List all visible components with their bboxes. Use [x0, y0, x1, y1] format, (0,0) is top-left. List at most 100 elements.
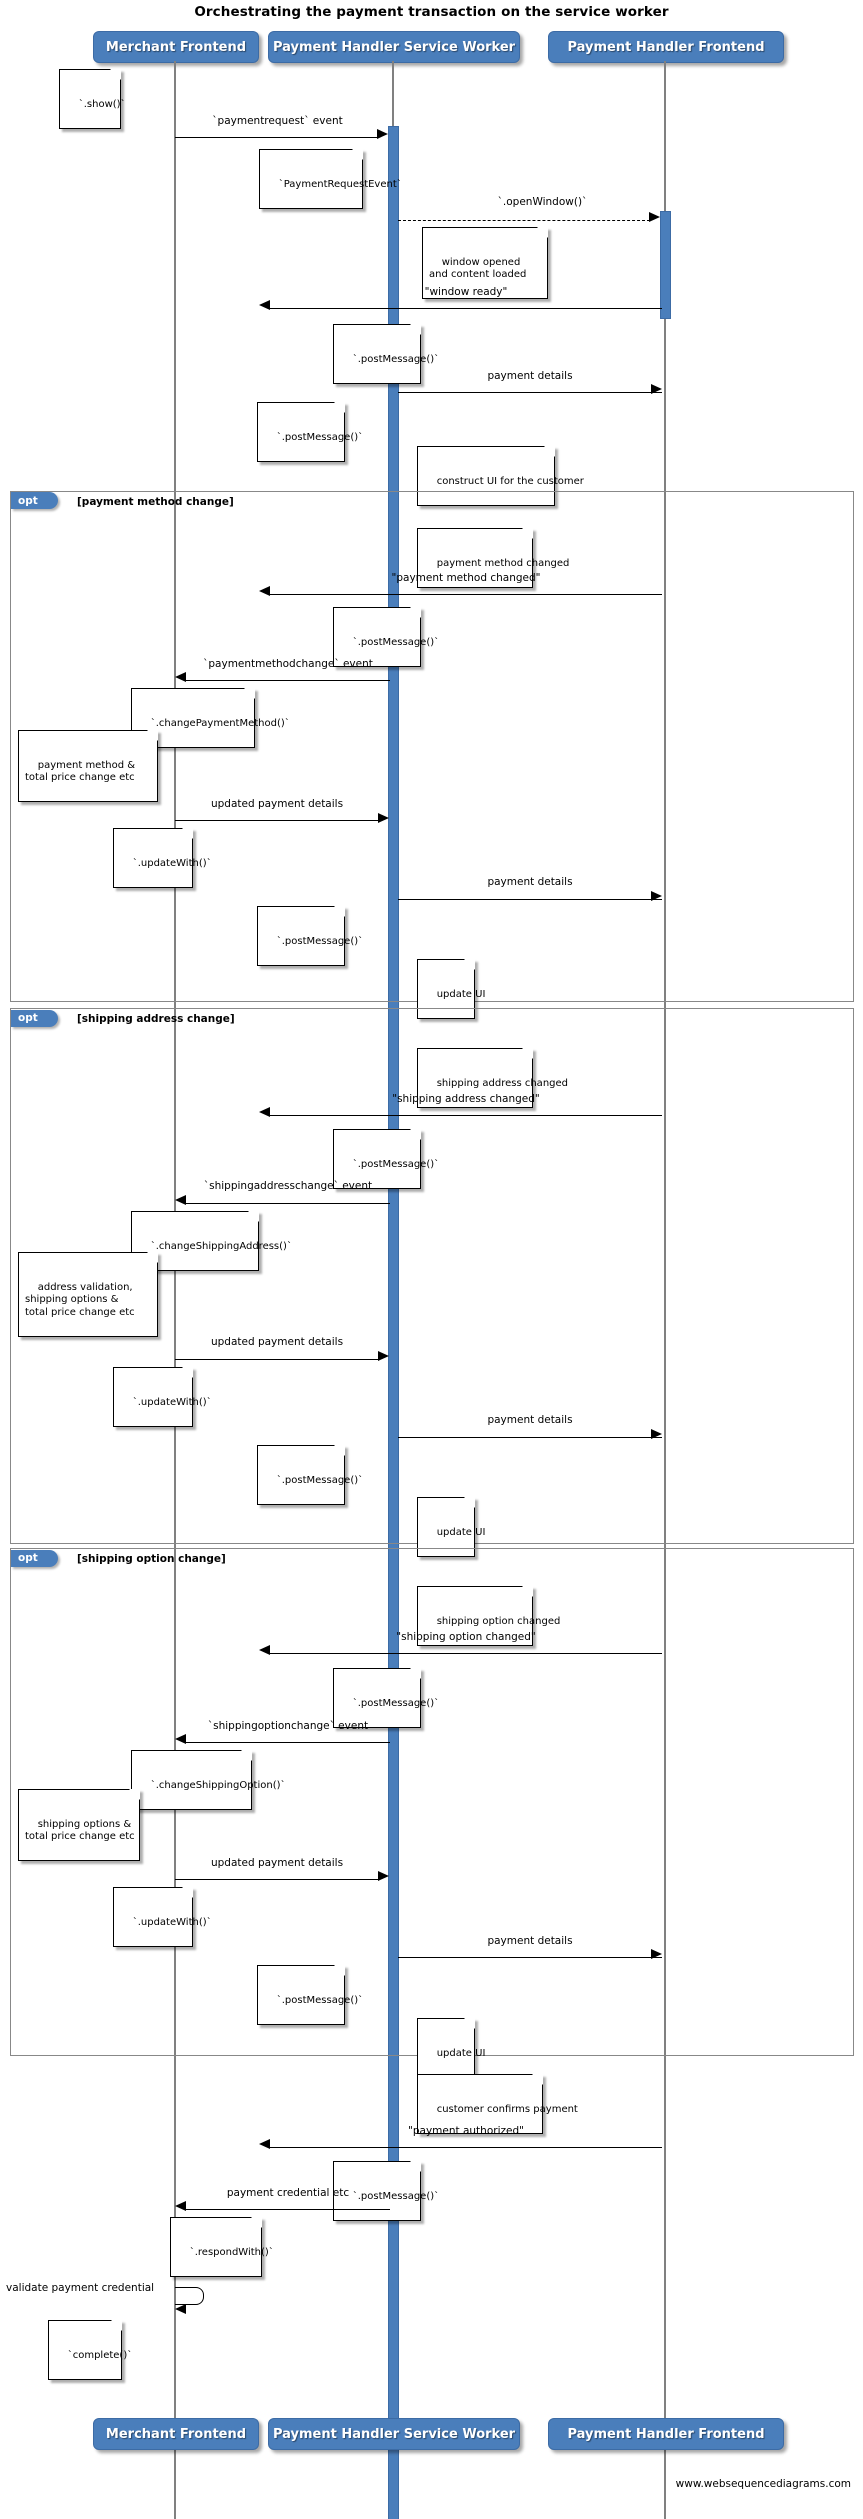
participant-merchant-frontend-top[interactable]: Merchant Frontend — [93, 31, 259, 63]
note-fold-icon — [334, 401, 345, 413]
message-label-paymentrequest: `paymentrequest` event — [212, 115, 343, 128]
note-fold-icon — [544, 446, 555, 458]
note-fold-icon — [111, 2320, 122, 2332]
note-text: shipping address changed — [436, 1078, 568, 1090]
note-fold-icon — [241, 1750, 252, 1762]
note-fold-icon — [352, 148, 363, 160]
arrowhead-right — [378, 812, 389, 823]
note-text: `.postMessage()` — [276, 1995, 364, 2007]
message-label-shippingoptionchange: `shippingoptionchange` event — [207, 1720, 369, 1733]
note-fold-icon — [147, 1251, 158, 1263]
participant-service-worker-bottom[interactable]: Payment Handler Service Worker — [268, 2418, 520, 2450]
message-label-paymentmethodchange: `paymentmethodchange` event — [203, 658, 373, 671]
note-fold-icon — [251, 2216, 262, 2228]
message-label-updated-payment-details-1: updated payment details — [210, 798, 344, 811]
note-fold-icon — [537, 226, 548, 238]
message-label-payment-authorized: "payment authorized" — [408, 2124, 524, 2137]
note-update-with-so: `.updateWith()` — [113, 1887, 212, 1948]
message-line-shipping-option-changed — [270, 1653, 662, 1655]
note-text: payment method changed — [436, 557, 570, 569]
arrowhead-left — [175, 1194, 186, 1205]
note-customer-confirms-payment: customer confirms payment — [417, 2073, 578, 2134]
note-text: `.postMessage()` — [352, 1159, 440, 1171]
arrowhead-left — [259, 1107, 270, 1118]
note-post-message-so-1: `.postMessage()` — [333, 1667, 439, 1728]
lifeline-payment-handler-frontend — [664, 61, 666, 2519]
message-line-payment-details-4 — [398, 1957, 662, 1959]
message-line-openwindow — [398, 220, 650, 222]
note-fold-icon — [244, 688, 255, 700]
note-text: `.postMessage()` — [352, 637, 440, 649]
note-fold-icon — [147, 729, 158, 741]
note-update-with-sa: `.updateWith()` — [113, 1366, 212, 1427]
note-text: construct UI for the customer — [436, 476, 584, 488]
note-construct-ui: construct UI for the customer — [417, 446, 584, 507]
activation-service-worker — [388, 126, 399, 2519]
arrowhead-left — [175, 2200, 186, 2211]
message-label-payment-credential: payment credential etc — [226, 2186, 350, 2199]
note-shipping-option-changed: shipping option changed — [417, 1586, 560, 1647]
participant-label: Payment Handler Service Worker — [272, 39, 516, 55]
page-title: Orchestrating the payment transaction on… — [194, 4, 669, 20]
message-label-payment-details-1: payment details — [487, 369, 573, 382]
note-fold-icon — [410, 2161, 421, 2173]
note-post-message-auth: `.postMessage()` — [333, 2161, 439, 2222]
participant-merchant-frontend-bottom[interactable]: Merchant Frontend — [93, 2418, 259, 2450]
message-line-shippingaddresschange — [186, 1202, 390, 1204]
note-fold-icon — [522, 1586, 533, 1598]
arrowhead-left — [175, 1734, 186, 1745]
message-line-payment-authorized — [270, 2146, 662, 2148]
self-call-loop-validate — [175, 2286, 204, 2305]
participant-service-worker-top[interactable]: Payment Handler Service Worker — [268, 31, 520, 63]
participant-payment-handler-frontend-top[interactable]: Payment Handler Frontend — [548, 31, 784, 63]
arrowhead-right — [377, 129, 388, 140]
note-fold-icon — [464, 1497, 475, 1509]
note-post-message-sa-1: `.postMessage()` — [333, 1129, 439, 1190]
note-post-message-pm-1: `.postMessage()` — [333, 607, 439, 668]
note-fold-icon — [410, 607, 421, 619]
note-payment-method-changed: payment method changed — [417, 527, 569, 588]
arrowhead-right — [651, 1949, 662, 1960]
note-post-message-so-2: `.postMessage()` — [257, 1965, 363, 2026]
fragment-tab-opt-3: opt — [11, 1549, 58, 1567]
note-change-shipping-option: `.changeShippingOption()` — [131, 1750, 286, 1811]
message-line-payment-details-3 — [398, 1436, 662, 1438]
message-label-payment-details-4: payment details — [487, 1935, 573, 1948]
message-line-window-ready — [270, 307, 662, 309]
note-text: `.postMessage()` — [352, 2191, 440, 2203]
note-text: `.postMessage()` — [352, 1697, 440, 1709]
note-text: address validation, shipping options & t… — [25, 1281, 135, 1318]
note-fold-icon — [248, 1210, 259, 1222]
message-line-payment-credential — [186, 2208, 390, 2210]
fragment-type-label: opt — [18, 494, 38, 507]
note-post-message-pm-2: `.postMessage()` — [257, 906, 363, 967]
message-label-shipping-address-changed: "shipping address changed" — [392, 1092, 540, 1105]
arrowhead-right — [378, 1350, 389, 1361]
message-label-shippingaddresschange: `shippingaddresschange` event — [203, 1180, 373, 1193]
footer-attribution: www.websequencediagrams.com — [675, 2478, 851, 2490]
fragment-condition-opt-3: [shipping option change] — [77, 1552, 226, 1565]
participant-label: Payment Handler Frontend — [567, 2426, 765, 2442]
message-line-paymentmethodchange — [186, 680, 390, 682]
arrowhead-right — [651, 384, 662, 395]
note-respond-with: `.respondWith()` — [170, 2216, 274, 2277]
arrowhead-left — [259, 586, 270, 597]
note-text: `.postMessage()` — [352, 353, 440, 365]
note-fold-icon — [110, 68, 121, 80]
participant-label: Merchant Frontend — [105, 39, 247, 55]
activation-frontend-window-open — [660, 210, 671, 320]
participant-payment-handler-frontend-bottom[interactable]: Payment Handler Frontend — [548, 2418, 784, 2450]
arrowhead-right — [378, 1871, 389, 1882]
note-fold-icon — [410, 323, 421, 335]
arrowhead-left — [259, 2138, 270, 2149]
note-text: `.postMessage()` — [276, 1474, 364, 1486]
message-line-shipping-address-changed — [270, 1115, 662, 1117]
message-line-updated-payment-details-3 — [175, 1879, 379, 1881]
note-fold-icon — [464, 959, 475, 971]
message-label-validate-payment-credential: validate payment credential — [6, 2282, 155, 2295]
note-text: `.show()` — [78, 98, 126, 110]
fragment-tab-opt-1: opt — [11, 492, 58, 510]
arrowhead-right — [651, 1428, 662, 1439]
note-shipping-options-total-price: shipping options & total price change et… — [18, 1788, 140, 1862]
